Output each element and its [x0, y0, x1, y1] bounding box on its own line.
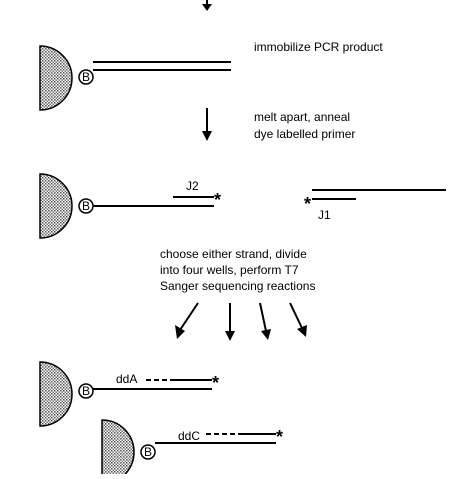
biotin-label: B: [144, 445, 152, 459]
arrow-icon: [259, 302, 271, 340]
bead-3: B: [39, 361, 94, 427]
step-melt-line2: dye labelled primer: [254, 127, 355, 141]
dye-mark: *: [304, 194, 311, 214]
step-choose-line3: Sanger sequencing reactions: [160, 279, 315, 293]
step-choose-line2: into four wells, perform T7: [160, 263, 299, 277]
reaction-ddc-label: ddC: [178, 429, 200, 443]
biotin-label: B: [82, 199, 90, 213]
bead-4: B: [101, 419, 156, 479]
bead-2: B: [39, 173, 94, 239]
biotin-label: B: [82, 384, 90, 398]
top-arrow: [202, 0, 212, 11]
arrow-icon: [225, 303, 235, 341]
dye-mark: *: [276, 427, 283, 447]
arrow-icon: [289, 302, 307, 337]
dye-mark: *: [212, 373, 219, 393]
arrow-icon: [175, 302, 199, 339]
arrow-down-icon: [202, 108, 212, 141]
primer-j1-label: J1: [318, 208, 331, 222]
step-choose-line1: choose either strand, divide: [160, 247, 307, 261]
biotin-label: B: [82, 70, 90, 84]
dye-mark: *: [214, 190, 221, 210]
step-melt-line1: melt apart, anneal: [254, 110, 350, 124]
primer-j2-label: J2: [186, 179, 199, 193]
reaction-dda-label: ddA: [116, 372, 137, 386]
step-immobilize-label: immobilize PCR product: [254, 40, 383, 54]
bead-1: B: [39, 45, 94, 111]
